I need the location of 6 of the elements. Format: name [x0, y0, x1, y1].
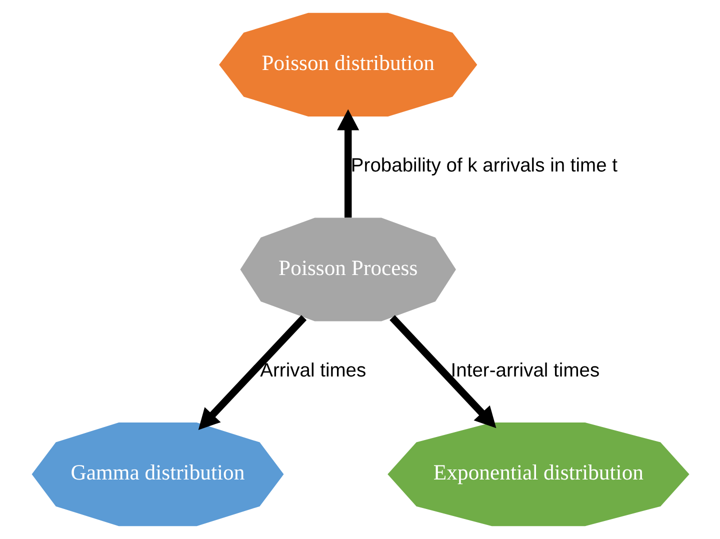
edge-label: Inter-arrival times [450, 360, 600, 382]
arrow [336, 109, 359, 218]
arrow [198, 315, 306, 430]
edge-label: Probability of k arrivals in time t [350, 156, 618, 177]
arrow [389, 315, 496, 428]
edge-label: Arrival times [260, 360, 366, 382]
